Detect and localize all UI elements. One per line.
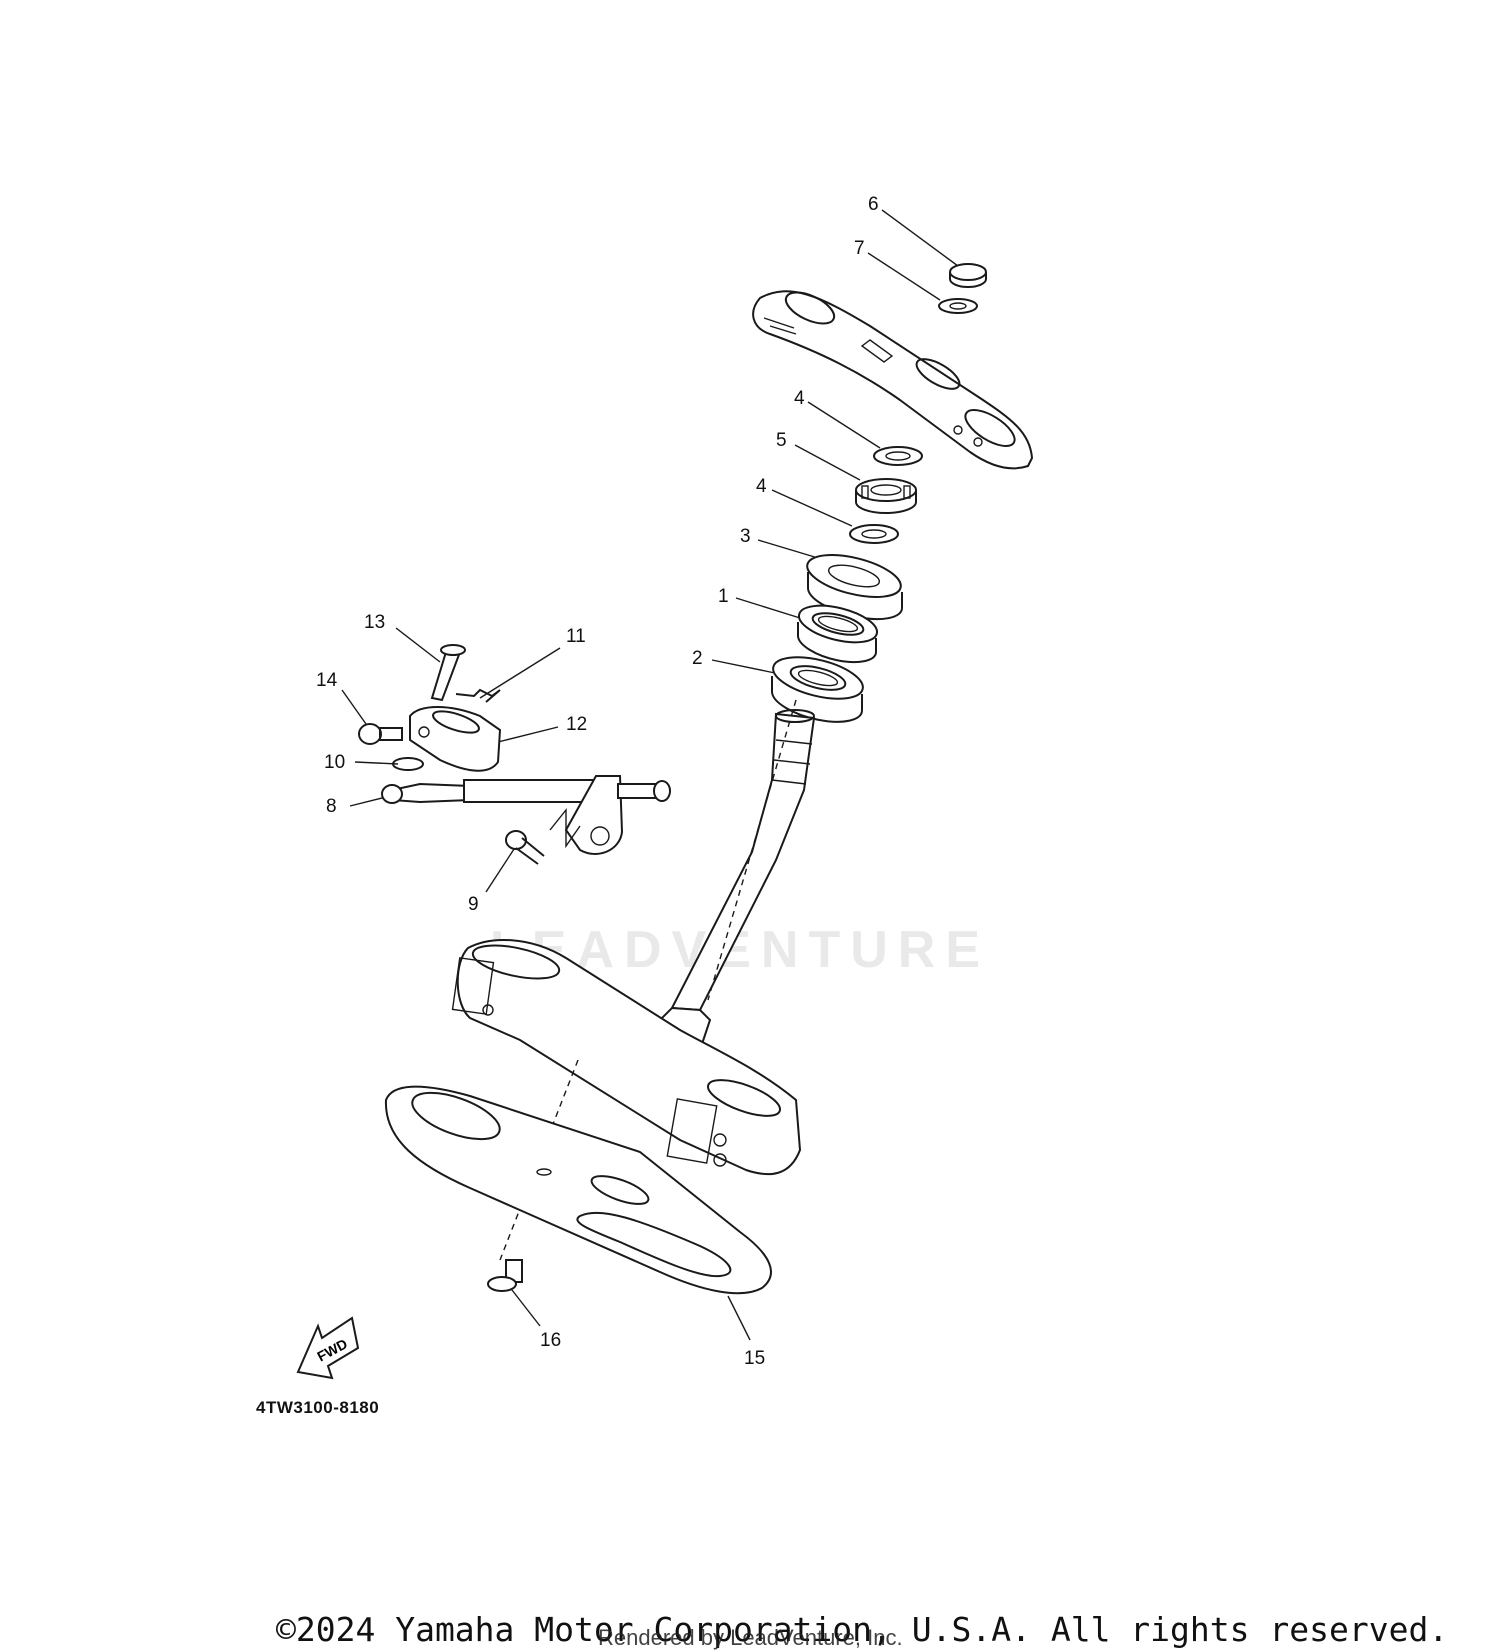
part-15-cover-plate [384, 1085, 772, 1295]
callout-15: 15 [744, 1348, 766, 1369]
callout-3: 3 [740, 526, 751, 547]
part-4-washer-upper [873, 446, 923, 466]
callout-9: 9 [468, 894, 479, 915]
part-5-ring-nut [855, 478, 917, 514]
callout-16: 16 [540, 1330, 562, 1351]
drawing-code: 4TW3100-8180 [256, 1398, 380, 1417]
part-11-clip [455, 688, 501, 703]
part-10-washer [392, 757, 424, 771]
part-8-steering-damper [381, 775, 671, 855]
callout-10: 10 [324, 752, 346, 773]
part-2-lower-bearing [771, 656, 864, 723]
callout-8: 8 [326, 796, 337, 817]
part-13-pin [430, 644, 466, 702]
callout-4-lower: 4 [756, 476, 767, 497]
steering-stem [648, 709, 816, 1052]
rendered-by-notice: Rendered by LeadVenture, Inc. [598, 1625, 903, 1650]
leader-lines [341, 209, 959, 1341]
callout-1: 1 [718, 586, 729, 607]
part-16-bolt [487, 1259, 523, 1292]
callout-2: 2 [692, 648, 703, 669]
bolt-axis-line [499, 1059, 579, 1261]
part-1-upper-bearing [797, 604, 879, 664]
part-7-washer [938, 298, 978, 314]
callout-13: 13 [364, 612, 386, 633]
part-4-washer-lower [849, 524, 899, 544]
callout-5: 5 [776, 430, 787, 451]
callout-7: 7 [854, 238, 865, 259]
callout-12: 12 [566, 714, 588, 735]
stem-axis-line [707, 699, 797, 1001]
part-9-bolt [505, 830, 545, 865]
callout-11: 11 [566, 626, 586, 647]
upper-bracket [752, 290, 1034, 470]
callout-6: 6 [868, 194, 879, 215]
part-12-clamp [409, 706, 502, 772]
copyright-notice: ©2024 Yamaha Motor Corporation, U.S.A. A… [276, 1610, 1449, 1649]
part-6-nut [949, 263, 987, 288]
callout-14: 14 [316, 670, 338, 691]
part-14-bolt [358, 723, 403, 745]
under-bracket [451, 939, 802, 1176]
callout-4-upper: 4 [794, 388, 805, 409]
fwd-arrow-icon [296, 1316, 360, 1380]
